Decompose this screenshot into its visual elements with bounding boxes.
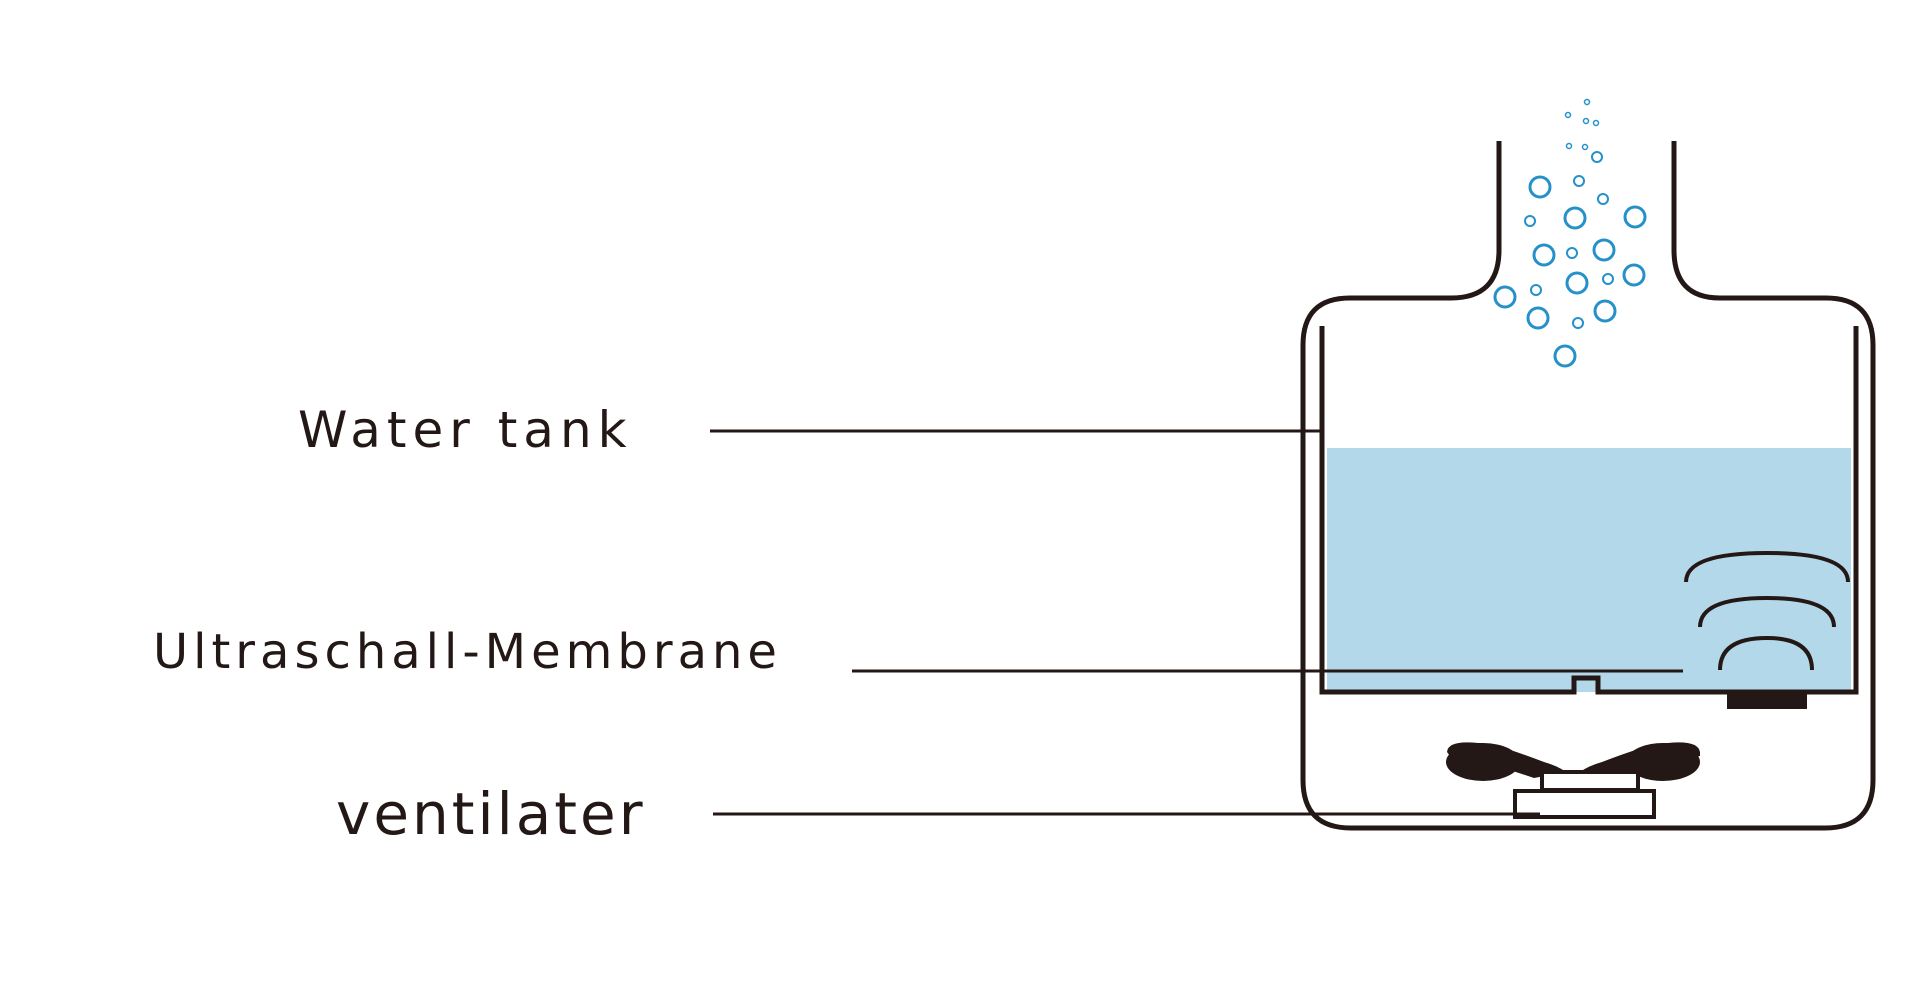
bubble [1583, 98, 1591, 106]
wave-inner [1718, 635, 1814, 671]
bubble [1565, 142, 1573, 150]
mist-bubbles-icon [1493, 98, 1647, 368]
fan-blade-icon [1446, 742, 1700, 819]
bubble [1623, 205, 1647, 229]
bubble [1493, 285, 1517, 309]
bubble [1528, 175, 1552, 199]
bubble [1582, 117, 1590, 125]
water-fill [1327, 448, 1851, 692]
fan-blade-right [1580, 742, 1700, 778]
bubble [1565, 271, 1589, 295]
bubble [1526, 306, 1550, 330]
bubble [1564, 111, 1572, 119]
bubble [1530, 284, 1542, 296]
bubble [1602, 273, 1614, 285]
bubble [1581, 143, 1589, 151]
fan-hub [1540, 770, 1640, 792]
membrane-label: Ultraschall-Membrane [153, 624, 782, 680]
bubble [1572, 317, 1584, 329]
bubble [1573, 175, 1585, 187]
bubble [1597, 193, 1609, 205]
bubble [1592, 119, 1600, 127]
fan-base [1513, 789, 1656, 819]
bubble [1532, 243, 1556, 267]
bubble [1563, 206, 1587, 230]
wave-outer [1684, 550, 1850, 583]
bubble [1553, 344, 1577, 368]
bubble [1591, 151, 1603, 163]
bubble [1622, 263, 1646, 287]
bubble [1593, 299, 1617, 323]
outer-housing [1300, 141, 1876, 831]
water-tank-label: Water tank [298, 401, 633, 459]
bubble [1592, 238, 1616, 262]
ventilater-label: ventilater [336, 780, 646, 848]
ultrasonic-wave-icon [1684, 550, 1850, 671]
bubble [1566, 247, 1578, 259]
fan-blade-left-tip [1446, 743, 1520, 781]
bubble [1524, 215, 1536, 227]
inner-water-tank [1319, 326, 1859, 695]
ultrasonic-membrane [1727, 693, 1807, 709]
wave-middle [1698, 595, 1836, 628]
